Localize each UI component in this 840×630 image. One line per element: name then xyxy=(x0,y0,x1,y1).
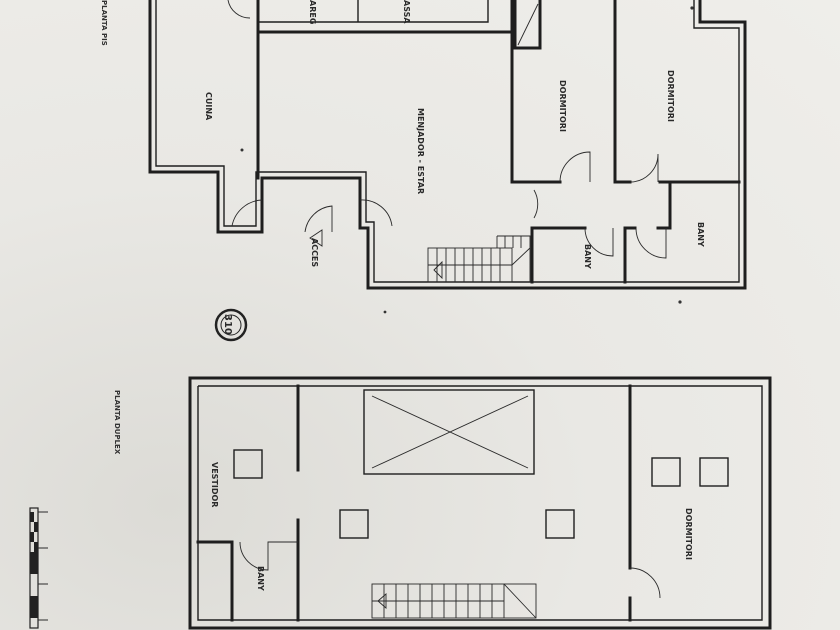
scale-bar xyxy=(29,507,48,629)
room-label-duplex-bany: BANY xyxy=(256,566,265,591)
ground-closet-diagonal xyxy=(517,3,539,46)
duplex-stairs xyxy=(371,583,537,619)
duplex-plan-title: PLANTA DUPLEX xyxy=(113,390,121,455)
duplex-floor-plan: VESTIDOR DORMITORI BANY xyxy=(188,376,772,630)
ground-door-arc-1 xyxy=(559,151,591,183)
ground-door-arc-3 xyxy=(533,189,539,219)
ground-entrance-arc-left xyxy=(231,199,263,227)
room-label-bany-2: BANY xyxy=(696,222,705,247)
room-label-vestidor: VESTIDOR xyxy=(210,462,219,507)
ground-bath-wall xyxy=(530,180,672,284)
stamp-number: 310 xyxy=(222,314,233,335)
ground-door-arc-2 xyxy=(629,153,659,183)
ground-outer-wall-inner-line xyxy=(155,0,740,283)
ground-door-arc-5 xyxy=(635,227,667,259)
entrance-label: ACCES xyxy=(310,238,319,267)
ground-floor-plan: CUINA MENJADOR - ESTAR DORMITORI DORMITO… xyxy=(148,0,747,314)
entrance-arrow-icon xyxy=(309,229,323,247)
ground-bedroom-right-wall xyxy=(513,0,542,50)
ground-bedrooms-divider xyxy=(613,0,632,184)
ground-stairs xyxy=(427,235,531,283)
duplex-vestidor-wall xyxy=(196,384,300,622)
room-label-menjador: MENJADOR - ESTAR xyxy=(416,108,425,194)
ground-top-room-wall xyxy=(256,0,514,34)
room-label-top-left: AREG xyxy=(308,0,317,24)
duplex-bath-door-arc xyxy=(239,541,298,571)
ground-entrance-arc-mid xyxy=(304,205,333,233)
ground-outer-wall xyxy=(148,0,747,290)
room-label-cuina: CUINA xyxy=(204,92,213,121)
stamp-seal: 310 xyxy=(214,308,248,342)
duplex-skylight xyxy=(363,389,535,475)
room-label-top-right: ASSA xyxy=(402,0,411,24)
ground-entrance-arc-right xyxy=(359,199,393,227)
room-label-dormitori-1: DORMITORI xyxy=(558,80,567,132)
ground-top-room-inner xyxy=(258,0,489,23)
room-label-duplex-dormitori: DORMITORI xyxy=(684,508,693,560)
ground-living-bedroom-wall xyxy=(510,30,562,184)
room-label-bany-1: BANY xyxy=(583,244,592,269)
ground-top-door-arc xyxy=(227,0,251,19)
duplex-outer-wall xyxy=(188,376,772,630)
ground-door-arc-4 xyxy=(584,227,614,257)
duplex-dormitori-door-arc xyxy=(629,567,661,599)
room-label-dormitori-2: DORMITORI xyxy=(666,70,675,122)
ground-plan-title: PLANTA PIS xyxy=(100,0,108,46)
